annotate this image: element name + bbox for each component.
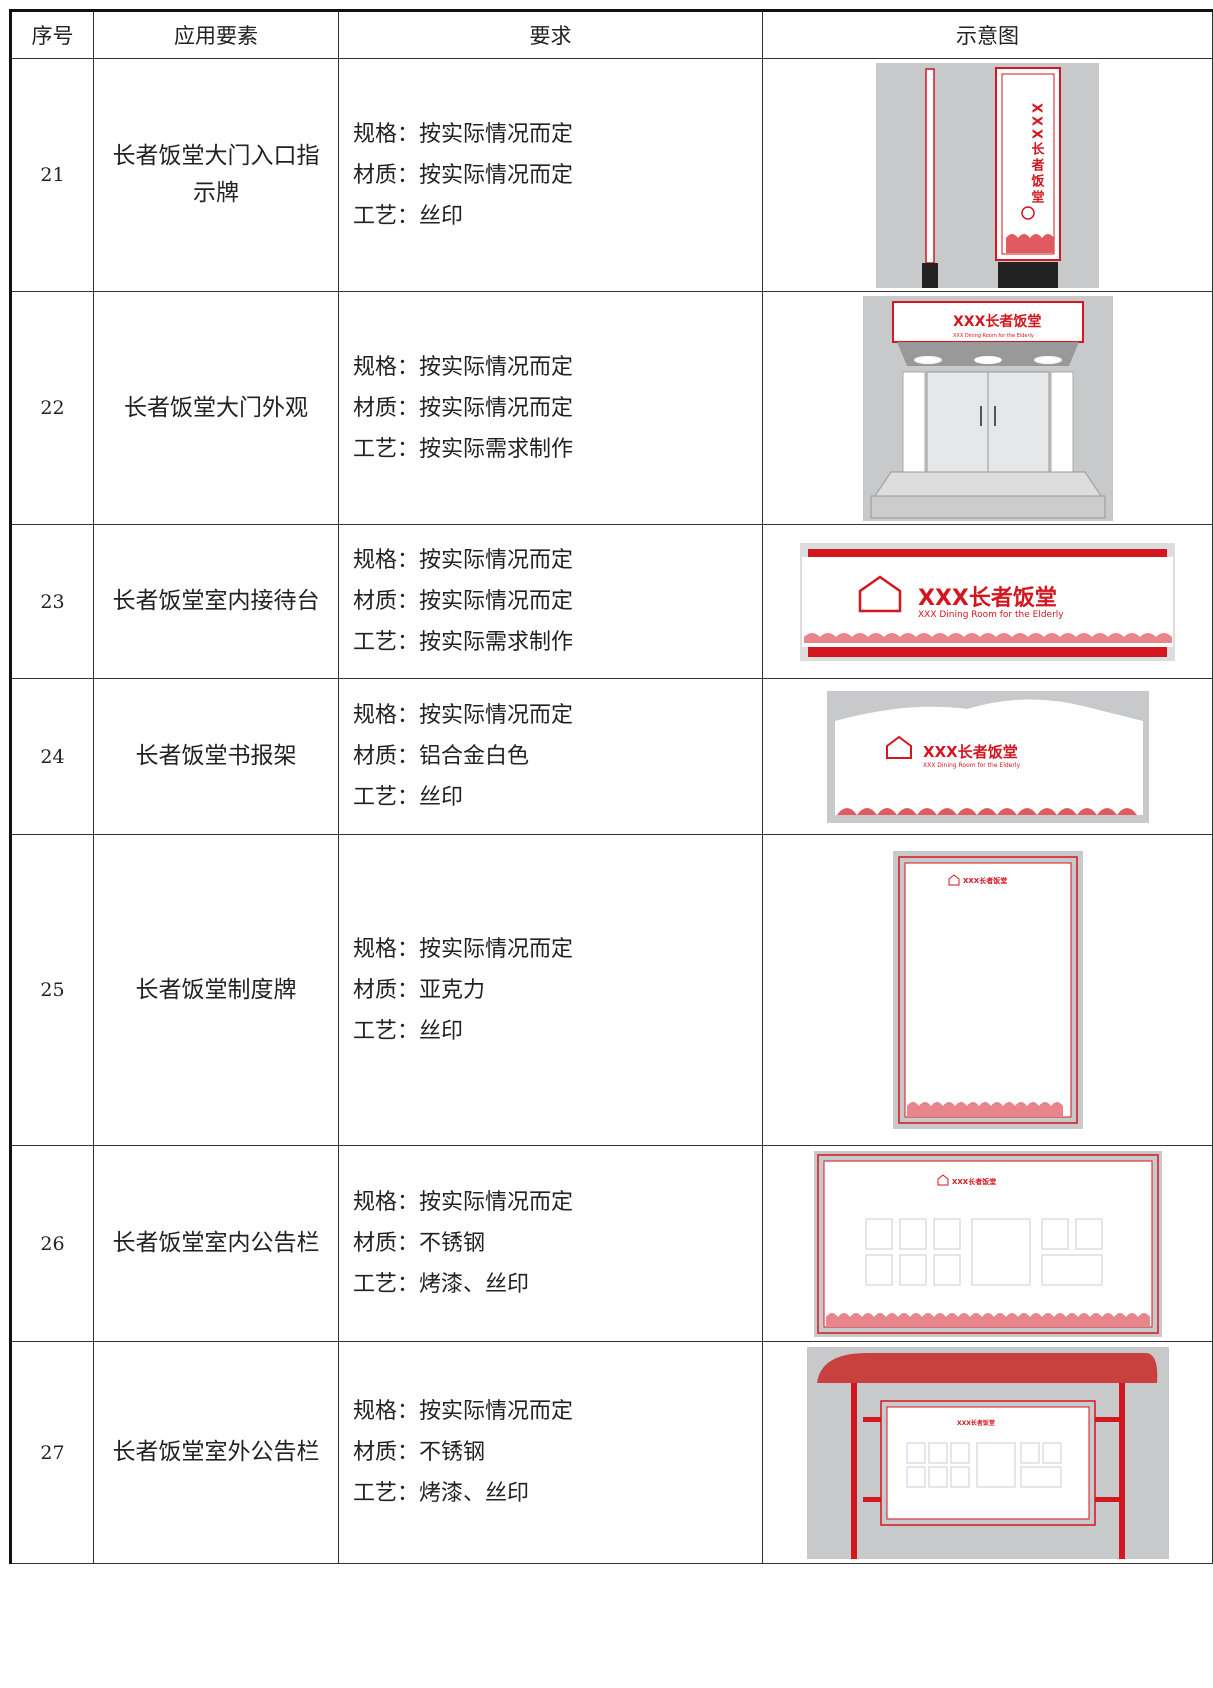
requirements: 规格：按实际情况而定 材质：按实际情况而定 工艺：按实际需求制作 (338, 291, 763, 525)
element-name: 长者饭堂大门外观 (93, 291, 339, 525)
vertical-sign-title: XXX长者饭堂 (1029, 103, 1046, 206)
indoor-notice-board-diagram: XXX长者饭堂 (813, 1150, 1162, 1337)
req-material: 材质：亚克力 (353, 977, 486, 1003)
req-process: 工艺：按实际需求制作 (353, 436, 574, 462)
req-material: 材质：铝合金白色 (353, 744, 530, 769)
row-number: 26 (10, 1145, 94, 1342)
facade-sign-title: XXX长者饭堂 (953, 313, 1041, 330)
req-material: 材质：按实际情况而定 (353, 162, 574, 188)
row-number: 27 (10, 1341, 94, 1564)
req-spec: 规格：按实际情况而定 (353, 1190, 574, 1215)
req-process: 工艺：烤漆、丝印 (353, 1272, 530, 1297)
table-row: 24 长者饭堂书报架 规格：按实际情况而定 材质：铝合金白色 工艺：丝印 XXX… (10, 678, 1213, 835)
element-name: 长者饭堂大门入口指示牌 (93, 58, 339, 292)
diagram-cell: XXX长者饭堂 XXX Dining Room for the Elderly (762, 291, 1213, 525)
req-material: 材质：不锈钢 (353, 1440, 486, 1465)
table-row: 21 长者饭堂大门入口指示牌 规格：按实际情况而定 材质：按实际情况而定 工艺：… (10, 58, 1213, 292)
element-name: 长者饭堂室内接待台 (93, 524, 339, 679)
reception-desk-diagram: XXX长者饭堂 XXX Dining Room for the Elderly (800, 542, 1175, 661)
header-diagram: 示意图 (762, 10, 1213, 59)
req-spec: 规格：按实际情况而定 (353, 121, 574, 147)
element-name: 长者饭堂书报架 (93, 678, 339, 835)
element-name: 长者饭堂室内公告栏 (93, 1145, 339, 1342)
requirements: 规格：按实际情况而定 材质：不锈钢 工艺：烤漆、丝印 (338, 1145, 763, 1342)
rules-board-diagram: XXX长者饭堂 (892, 851, 1083, 1129)
req-material: 材质：按实际情况而定 (353, 395, 574, 421)
diagram-cell: XXX长者饭堂 (762, 1341, 1213, 1564)
diagram-cell: XXX长者饭堂 (762, 1145, 1213, 1342)
header-row: 序号 应用要素 要求 示意图 (10, 10, 1213, 59)
table-row: 27 长者饭堂室外公告栏 规格：按实际情况而定 材质：不锈钢 工艺：烤漆、丝印 … (10, 1341, 1213, 1564)
table-row: 23 长者饭堂室内接待台 规格：按实际情况而定 材质：按实际情况而定 工艺：按实… (10, 524, 1213, 679)
req-process: 工艺：丝印 (353, 785, 464, 810)
element-name: 长者饭堂制度牌 (93, 834, 339, 1146)
req-spec: 规格：按实际情况而定 (353, 548, 574, 573)
row-number: 21 (10, 58, 94, 292)
desk-sign-subtitle: XXX Dining Room for the Elderly (918, 610, 1064, 620)
diagram-cell: XXX长者饭堂 XXX Dining Room for the Elderly (762, 524, 1213, 679)
diagram-cell: XXX长者饭堂 XXX Dining Room for the Elderly (762, 678, 1213, 835)
indoor-board-title: XXX长者饭堂 (952, 1177, 996, 1186)
entrance-sign-diagram: XXX长者饭堂 (876, 62, 1099, 288)
requirements: 规格：按实际情况而定 材质：按实际情况而定 工艺：按实际需求制作 (338, 524, 763, 679)
requirements: 规格：按实际情况而定 材质：铝合金白色 工艺：丝印 (338, 678, 763, 835)
diagram-cell: XXX长者饭堂 (762, 58, 1213, 292)
rack-sign-subtitle: XXX Dining Room for the Elderly (923, 762, 1021, 769)
req-spec: 规格：按实际情况而定 (353, 1399, 574, 1424)
table-row: 26 长者饭堂室内公告栏 规格：按实际情况而定 材质：不锈钢 工艺：烤漆、丝印 … (10, 1145, 1213, 1342)
req-process: 工艺：丝印 (353, 203, 464, 229)
rack-sign-title: XXX长者饭堂 (923, 743, 1018, 761)
requirements: 规格：按实际情况而定 材质：不锈钢 工艺：烤漆、丝印 (338, 1341, 763, 1564)
req-spec: 规格：按实际情况而定 (353, 703, 574, 728)
row-number: 22 (10, 291, 94, 525)
row-number: 25 (10, 834, 94, 1146)
row-number: 23 (10, 524, 94, 679)
req-process: 工艺：丝印 (353, 1018, 464, 1044)
req-spec: 规格：按实际情况而定 (353, 354, 574, 380)
newspaper-rack-diagram: XXX长者饭堂 XXX Dining Room for the Elderly (826, 690, 1149, 823)
row-number: 24 (10, 678, 94, 835)
requirements: 规格：按实际情况而定 材质：按实际情况而定 工艺：丝印 (338, 58, 763, 292)
door-facade-diagram: XXX长者饭堂 XXX Dining Room for the Elderly (862, 295, 1113, 521)
outdoor-notice-board-diagram: XXX长者饭堂 (806, 1346, 1169, 1559)
req-material: 材质：按实际情况而定 (353, 589, 574, 614)
spec-table: 序号 应用要素 要求 示意图 21 长者饭堂大门入口指示牌 规格：按实际情况而定… (9, 9, 1213, 1564)
table-row: 25 长者饭堂制度牌 规格：按实际情况而定 材质：亚克力 工艺：丝印 XXX长者… (10, 834, 1213, 1146)
outdoor-board-title: XXX长者饭堂 (957, 1419, 995, 1427)
header-requirement: 要求 (338, 10, 763, 59)
table-row: 22 长者饭堂大门外观 规格：按实际情况而定 材质：按实际情况而定 工艺：按实际… (10, 291, 1213, 525)
header-no: 序号 (10, 10, 94, 59)
desk-sign-title: XXX长者饭堂 (918, 585, 1057, 611)
req-material: 材质：不锈钢 (353, 1231, 486, 1256)
requirements: 规格：按实际情况而定 材质：亚克力 工艺：丝印 (338, 834, 763, 1146)
req-process: 工艺：烤漆、丝印 (353, 1481, 530, 1506)
req-process: 工艺：按实际需求制作 (353, 630, 574, 655)
req-spec: 规格：按实际情况而定 (353, 936, 574, 962)
rules-sign-title: XXX长者饭堂 (963, 876, 1007, 885)
diagram-cell: XXX长者饭堂 (762, 834, 1213, 1146)
element-name: 长者饭堂室外公告栏 (93, 1341, 339, 1564)
facade-sign-subtitle: XXX Dining Room for the Elderly (953, 333, 1034, 339)
header-element: 应用要素 (93, 10, 339, 59)
